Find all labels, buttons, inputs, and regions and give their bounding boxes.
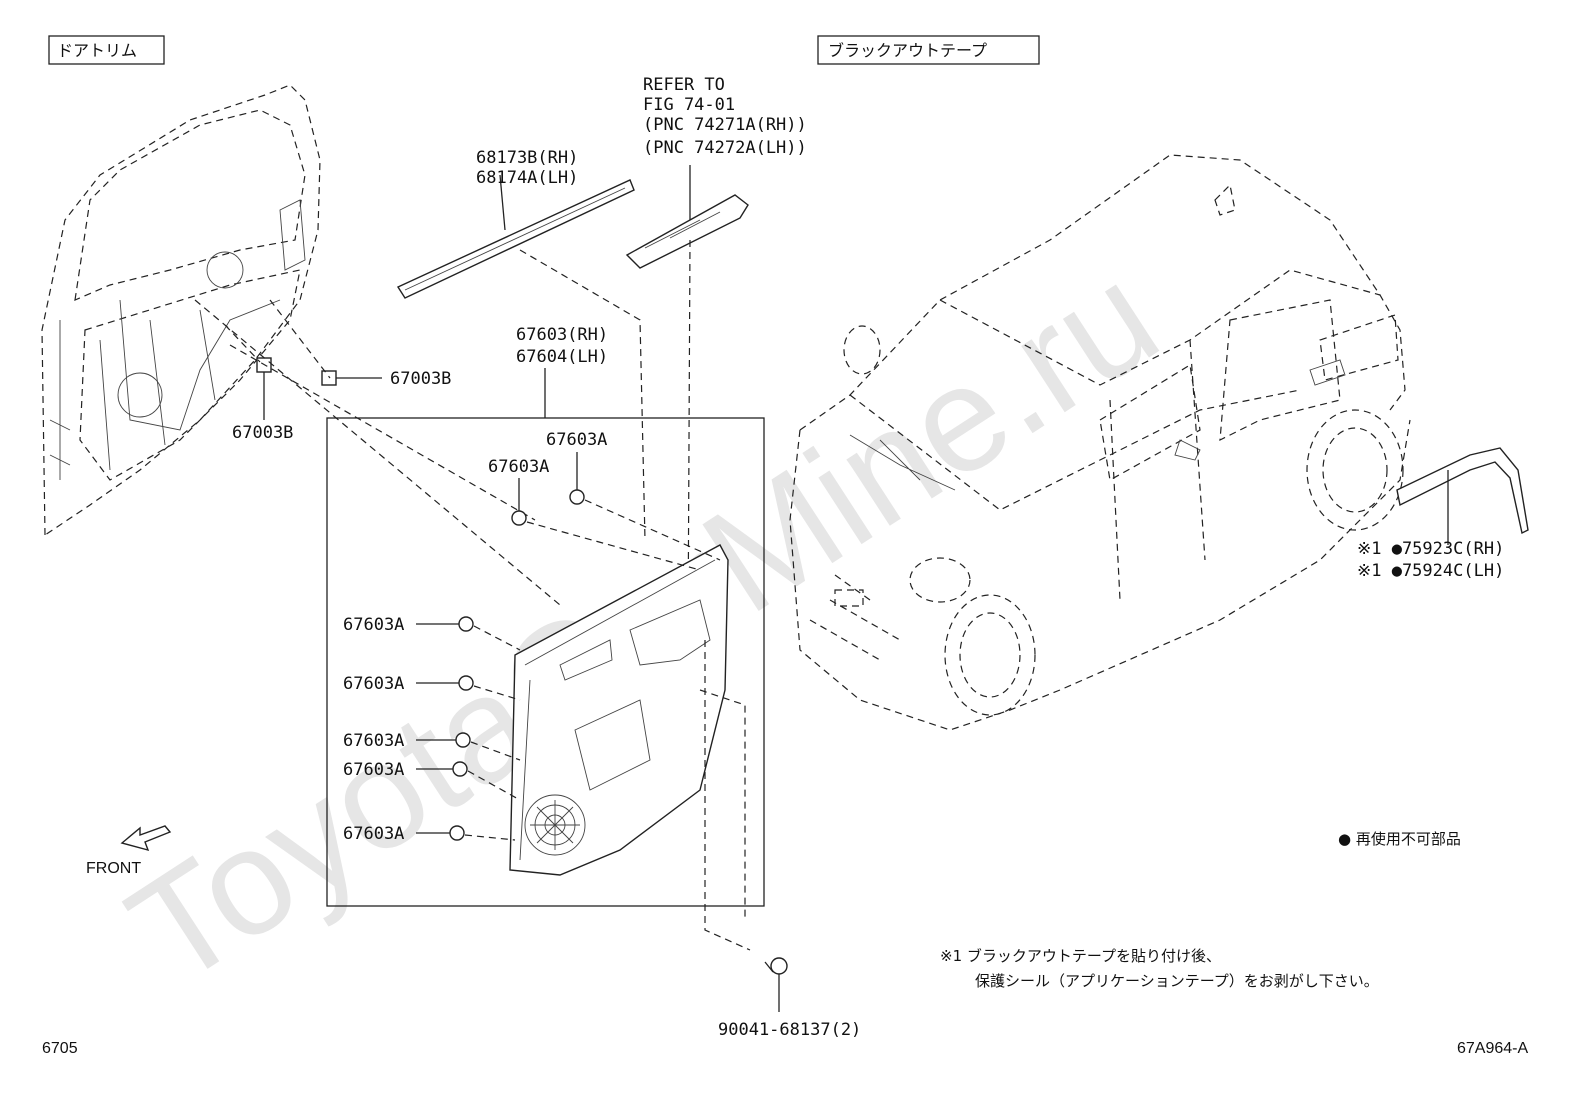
clip-67603a-upper-right: 67603A: [546, 430, 721, 561]
clip-67603a-7-label: 67603A: [343, 824, 404, 844]
refer-line4: (PNC 74272A(LH)): [643, 138, 807, 158]
panel-rh-label: 67603(RH): [516, 325, 608, 345]
screw-label: 90041-68137(2): [718, 1020, 861, 1040]
switch-bezel: [625, 194, 749, 641]
refer-line2: FIG 74-01: [643, 95, 735, 115]
section-blackout-tape-label: ブラックアウトテープ: [828, 41, 987, 60]
section-door-trim: ドアトリム: [48, 35, 165, 65]
clip-67603a-6-label: 67603A: [343, 760, 404, 780]
page-number: 6705: [42, 1040, 78, 1057]
tape-rh-label: ※1 ●75923C(RH): [1357, 539, 1504, 559]
clip-67603a-row4: 67603A: [343, 760, 521, 801]
panel-lh-label: 67604(LH): [516, 347, 608, 367]
clip-67603a-row1: 67603A: [343, 615, 521, 651]
drawing-code: 67A964-A: [1457, 1040, 1528, 1057]
clip-67603a-upper-left: 67603A: [488, 457, 701, 571]
note-line2: 保護シール（アプリケーションテープ）をお剥がし下さい。: [975, 972, 1379, 990]
refer-to-note: REFER TO FIG 74-01 (PNC 74271A(RH)) (PNC…: [643, 75, 807, 222]
screw-90041: 90041-68137(2): [699, 640, 861, 1040]
refer-line1: REFER TO: [643, 75, 725, 95]
section-door-trim-label: ドアトリム: [57, 41, 137, 60]
refer-line3: (PNC 74271A(RH)): [643, 115, 807, 135]
clip-67003b-left: 67003B: [232, 357, 293, 443]
moulding-lh-label: 68174A(LH): [476, 168, 578, 188]
legend-non-reusable: ● 再使用不可部品: [1338, 830, 1461, 848]
clip-67003b-left-label: 67003B: [232, 423, 293, 443]
front-arrow: FRONT: [86, 825, 172, 877]
clip-67603a-4-label: 67603A: [343, 674, 404, 694]
section-blackout-tape: ブラックアウトテープ: [817, 35, 1040, 65]
clip-67603a-row5: 67603A: [343, 824, 516, 844]
blackout-tape-part: ※1 ●75923C(RH) ※1 ●75924C(LH): [1357, 447, 1529, 581]
clip-67603a-1-label: 67603A: [546, 430, 607, 450]
clip-67603a-row3: 67603A: [343, 731, 521, 761]
clip-67603a-5-label: 67603A: [343, 731, 404, 751]
door-trim-panel: [509, 544, 729, 876]
clip-67603a-row2: 67603A: [343, 674, 521, 701]
car-body: [789, 154, 1411, 731]
door-trim-group: 67603(RH) 67604(LH): [326, 325, 765, 907]
door-inner-panel: [41, 84, 321, 537]
note-line1: ※1 ブラックアウトテープを貼り付け後、: [940, 947, 1221, 965]
moulding-rh-label: 68173B(RH): [476, 148, 578, 168]
clip-67003b-right-label: 67003B: [390, 369, 451, 389]
clip-67603a-2-label: 67603A: [488, 457, 549, 477]
clip-67603a-3-label: 67603A: [343, 615, 404, 635]
front-label: FRONT: [86, 860, 141, 877]
window-moulding: 68173B(RH) 68174A(LH): [396, 148, 646, 541]
tape-lh-label: ※1 ●75924C(LH): [1357, 561, 1504, 581]
clip-67003b-right: 67003B: [321, 369, 451, 389]
